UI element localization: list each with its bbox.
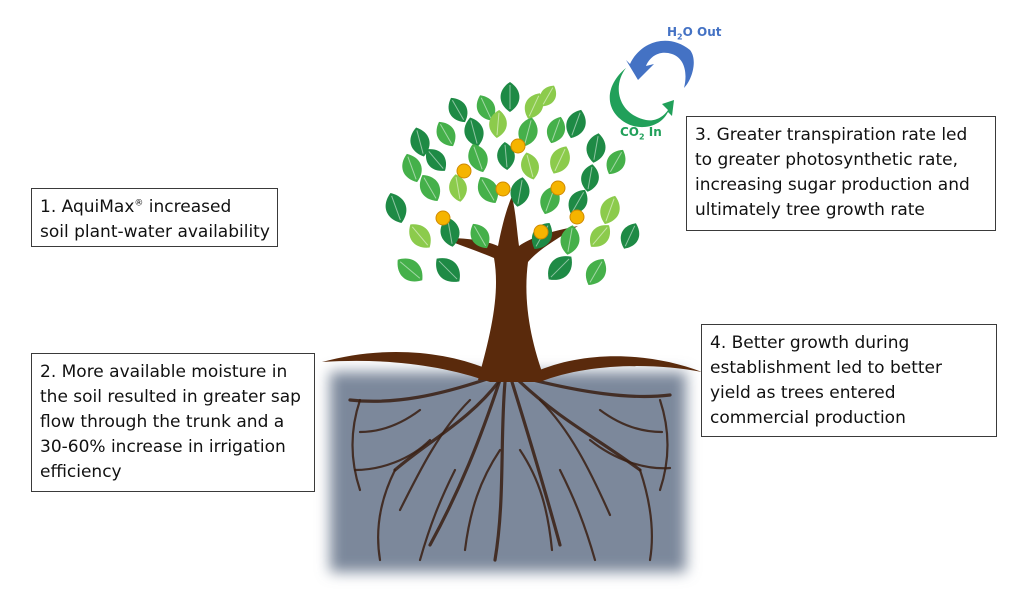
fruit-icon	[456, 163, 472, 179]
root-line	[428, 378, 502, 547]
callout-2-line: 30-60% increase in irrigation	[40, 437, 286, 457]
leaf-icon	[436, 258, 460, 282]
leaf-icon	[436, 121, 456, 147]
root-line	[463, 448, 502, 552]
root-line	[377, 468, 397, 562]
callout-4-line: 4. Better growth during	[710, 333, 910, 353]
root-line	[418, 468, 457, 562]
callout-box-3: 3. Greater transpiration rate led to gre…	[686, 116, 996, 231]
leaf-icon	[568, 189, 588, 215]
callout-2-line: 2. More available moisture in	[40, 362, 288, 382]
callout-3-line: increasing sugar production and	[695, 175, 970, 195]
leaf-icon	[518, 117, 538, 147]
leaf-icon	[524, 93, 544, 119]
leaf-icon	[449, 174, 467, 202]
leaf-icon	[500, 82, 520, 112]
fruit-icon	[533, 224, 549, 240]
callout-4-line: commercial production	[710, 408, 906, 428]
leaf-icon	[539, 85, 557, 107]
leaf-icon	[560, 225, 580, 255]
roots	[348, 376, 672, 562]
leaf-icon	[590, 225, 610, 247]
leaf-icon	[521, 152, 539, 180]
h2o-out-arrow-icon	[626, 40, 694, 88]
leaf-icon	[410, 127, 430, 157]
leaf-icon	[510, 177, 530, 207]
h2o-out-label: H2O Out	[667, 25, 722, 42]
callout-4-line: yield as trees entered	[710, 383, 896, 403]
callout-2-line: the soil resulted in greater sap	[40, 387, 301, 407]
leaf-icon	[586, 133, 606, 163]
root-line	[598, 408, 664, 434]
root-line	[493, 380, 507, 562]
fruit-icon	[550, 180, 566, 196]
leaf-icon	[585, 259, 607, 285]
callout-box-2: 2. More available moisture in the soil r…	[31, 353, 315, 492]
leaf-icon	[550, 146, 570, 174]
leaf-icon	[464, 117, 484, 147]
leaf-icon	[497, 142, 515, 170]
leaf-icon	[548, 256, 572, 280]
callout-2-line: flow through the trunk and a	[40, 412, 285, 432]
root-line	[351, 398, 362, 492]
leaf-icon	[397, 258, 423, 282]
callout-3-line: ultimately tree growth rate	[695, 200, 925, 220]
co2-in-label: CO2 In	[620, 125, 662, 142]
callout-4-line: establishment led to better	[710, 358, 943, 378]
ground-line	[322, 351, 702, 382]
callout-box-4: 4. Better growth during establishment le…	[701, 324, 997, 437]
leaf-icon	[448, 97, 468, 123]
fruit-icon	[569, 209, 585, 225]
leaf-icon	[546, 116, 566, 144]
leaf-icon	[402, 153, 422, 183]
root-line	[523, 376, 672, 399]
root-line	[358, 408, 422, 434]
root-line	[588, 438, 672, 470]
root-line	[558, 468, 597, 562]
callout-1-line-2: soil plant-water availability	[40, 222, 270, 242]
root-line	[510, 380, 562, 547]
fruit-icon	[510, 138, 526, 154]
co2-in-arrow-icon	[609, 68, 674, 128]
leaf-icon	[620, 223, 640, 249]
leaf-icon	[581, 164, 599, 192]
leaf-icon	[409, 224, 431, 248]
root-line	[348, 376, 492, 403]
root-line	[658, 398, 669, 492]
leaf-icon	[606, 149, 626, 175]
leaf-icon	[489, 110, 507, 138]
root-line	[638, 468, 654, 562]
root-line	[393, 378, 502, 472]
root-line	[398, 398, 472, 512]
callout-2-line: efficiency	[40, 462, 122, 482]
callout-1-line-1: 1. AquiMax® increased	[40, 197, 232, 217]
fruit-icon	[495, 181, 511, 197]
callout-box-1: 1. AquiMax® increased soil plant-water a…	[31, 188, 278, 247]
root-line	[353, 438, 432, 472]
leaf-icon	[477, 177, 499, 203]
root-line	[538, 398, 612, 517]
leaf-icon	[385, 192, 407, 224]
leaf-icon	[476, 95, 496, 121]
leaf-icon	[468, 143, 488, 173]
leaf-icon	[566, 109, 586, 139]
leaf-icon	[470, 223, 490, 249]
fruits	[435, 138, 585, 240]
tree-trunk	[442, 196, 578, 380]
callout-3-line: to greater photosynthetic rate,	[695, 150, 958, 170]
leaf-icon	[419, 175, 441, 201]
root-line	[518, 448, 554, 552]
leaf-icon	[426, 149, 446, 171]
fruit-icon	[435, 210, 451, 226]
leaf-icon	[600, 195, 620, 225]
soil-block	[330, 372, 686, 572]
callout-3-line: 3. Greater transpiration rate led	[695, 125, 968, 145]
